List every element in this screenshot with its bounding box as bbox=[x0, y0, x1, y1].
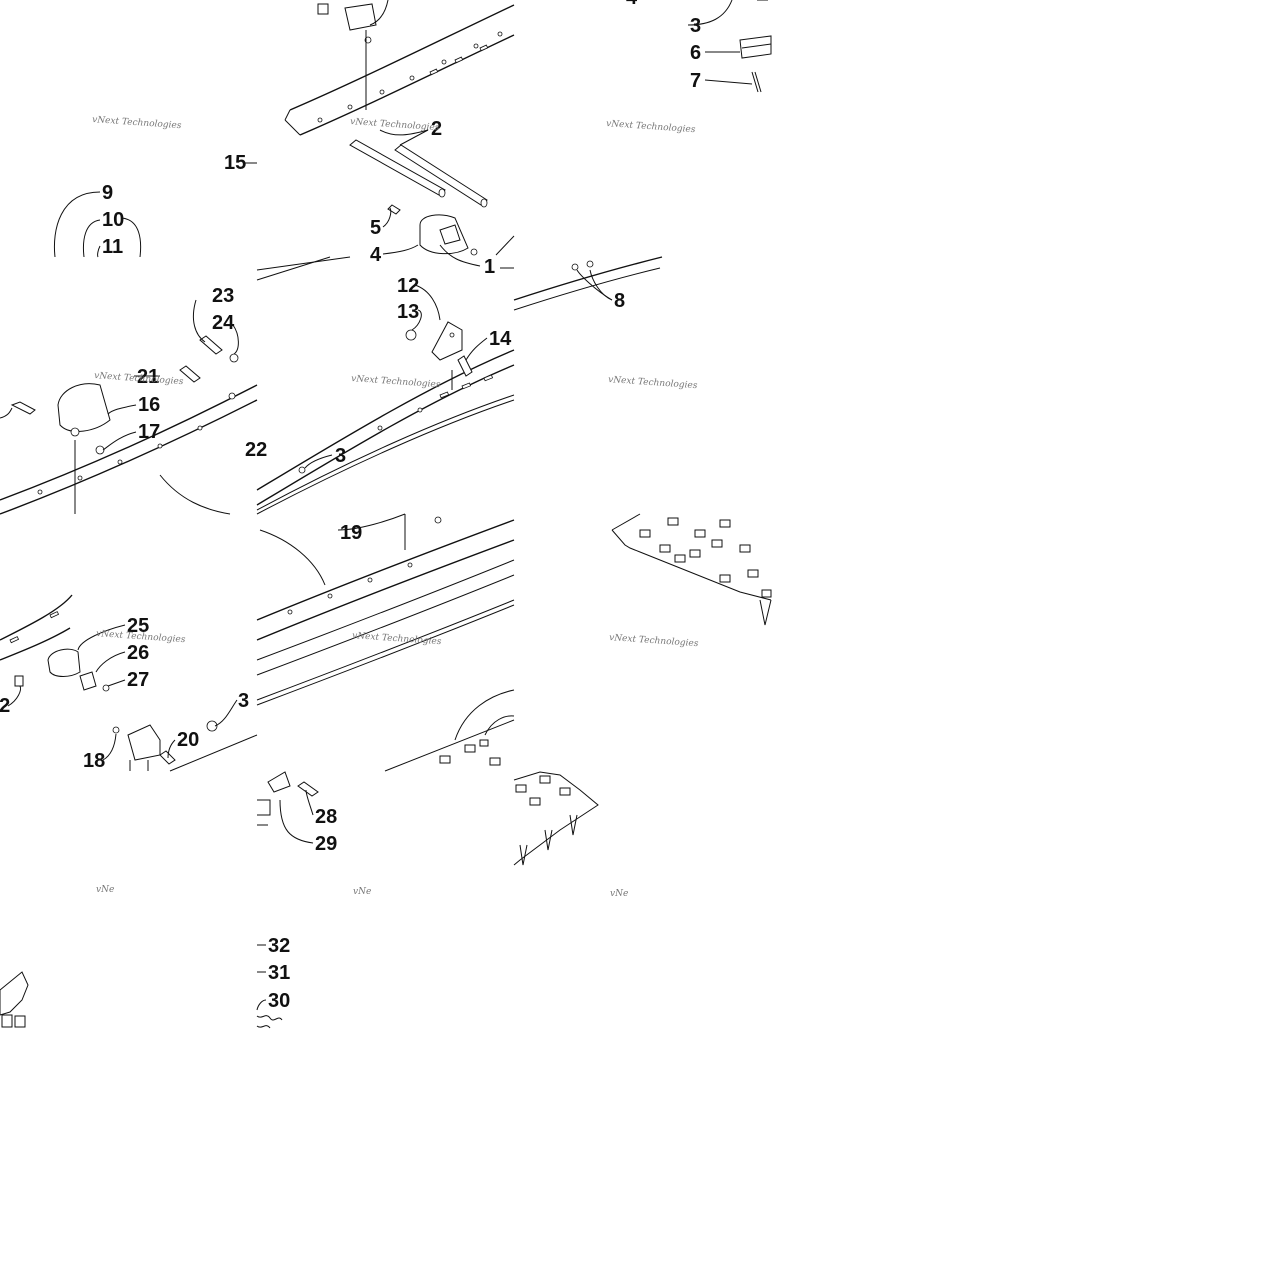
callout-9: 9 bbox=[102, 182, 113, 204]
callout-28: 28 bbox=[315, 806, 337, 828]
callout-19: 19 bbox=[340, 522, 362, 544]
rail-end-top-right bbox=[495, 235, 515, 256]
mid-left-bumper bbox=[10, 335, 239, 515]
callout-15: 15 bbox=[224, 152, 246, 174]
bumper-block bbox=[387, 204, 478, 256]
callout-14: 14 bbox=[489, 328, 512, 350]
rail-mid-right bbox=[513, 256, 663, 311]
callout-29: 29 bbox=[315, 833, 337, 855]
watermark-2: vNext Technologies bbox=[350, 117, 440, 133]
callout-31: 31 bbox=[268, 962, 290, 984]
rail-lower-center bbox=[256, 516, 515, 772]
watermark-5: vNext Technologies bbox=[351, 374, 441, 390]
bottom-left-bracket bbox=[0, 971, 29, 1028]
rail-mid-center bbox=[256, 256, 515, 515]
callout-4-center: 4 bbox=[370, 244, 382, 266]
callout-4-top-right: 4 bbox=[626, 0, 638, 9]
callout-26: 26 bbox=[127, 642, 149, 664]
top-bracket bbox=[317, 3, 377, 110]
callout-11: 11 bbox=[102, 236, 123, 258]
callout-3-top-right: 3 bbox=[690, 15, 701, 37]
leader-lines bbox=[0, 0, 753, 1011]
callout-24: 24 bbox=[212, 312, 235, 334]
callout-22-edge: 22 bbox=[245, 439, 267, 461]
callout-10: 10 bbox=[102, 209, 124, 231]
callout-22-lower-left: 22 bbox=[0, 695, 10, 717]
watermark-partial-2: vNe bbox=[353, 887, 371, 897]
mid-center-bracket bbox=[298, 321, 473, 474]
rail-top bbox=[284, 4, 515, 136]
lower-left-bumper bbox=[47, 648, 110, 692]
callout-7: 7 bbox=[690, 70, 701, 92]
row4-parts bbox=[256, 771, 319, 1029]
callout-2: 2 bbox=[431, 118, 442, 140]
watermark-3: vNext Technologies bbox=[606, 119, 696, 135]
watermark-8: vNext Technologies bbox=[352, 631, 442, 647]
callout-30: 30 bbox=[268, 990, 290, 1012]
callout-25: 25 bbox=[127, 615, 149, 637]
lower-left-block bbox=[112, 720, 258, 772]
spring-pin bbox=[751, 71, 762, 93]
watermarks: vNext Technologies vNext Technologies vN… bbox=[92, 115, 699, 899]
track-lugs-lower bbox=[439, 689, 599, 866]
callout-1: 1 bbox=[484, 256, 495, 278]
callout-17: 17 bbox=[138, 421, 160, 443]
cross-shafts bbox=[349, 139, 488, 208]
callout-27: 27 bbox=[127, 669, 149, 691]
callout-21: 21 bbox=[137, 366, 159, 388]
callout-5: 5 bbox=[370, 217, 381, 239]
callout-6: 6 bbox=[690, 42, 701, 64]
rail-lower-left bbox=[0, 594, 73, 687]
callout-12: 12 bbox=[397, 275, 419, 297]
watermark-1: vNext Technologies bbox=[92, 115, 182, 131]
callout-labels: 1 2 3 3 3 4 4 5 6 7 8 9 10 11 12 13 14 1… bbox=[0, 0, 701, 1012]
track-lugs-upper bbox=[611, 513, 772, 626]
callout-23: 23 bbox=[212, 285, 234, 307]
callout-8: 8 bbox=[614, 290, 625, 312]
watermark-partial-1: vNe bbox=[96, 885, 114, 895]
slider-clip bbox=[739, 35, 772, 59]
callout-16: 16 bbox=[138, 394, 160, 416]
callout-20: 20 bbox=[177, 729, 199, 751]
callout-3-lower-left: 3 bbox=[238, 690, 249, 712]
watermark-partial-3: vNe bbox=[610, 889, 628, 899]
callout-13: 13 bbox=[397, 301, 419, 323]
watermark-6: vNext Technologies bbox=[608, 375, 698, 391]
callout-3-middle: 3 bbox=[335, 445, 346, 467]
rail-mid-left bbox=[0, 384, 258, 515]
callout-18: 18 bbox=[83, 750, 105, 772]
watermark-9: vNext Technologies bbox=[609, 633, 699, 649]
callout-32: 32 bbox=[268, 935, 290, 957]
